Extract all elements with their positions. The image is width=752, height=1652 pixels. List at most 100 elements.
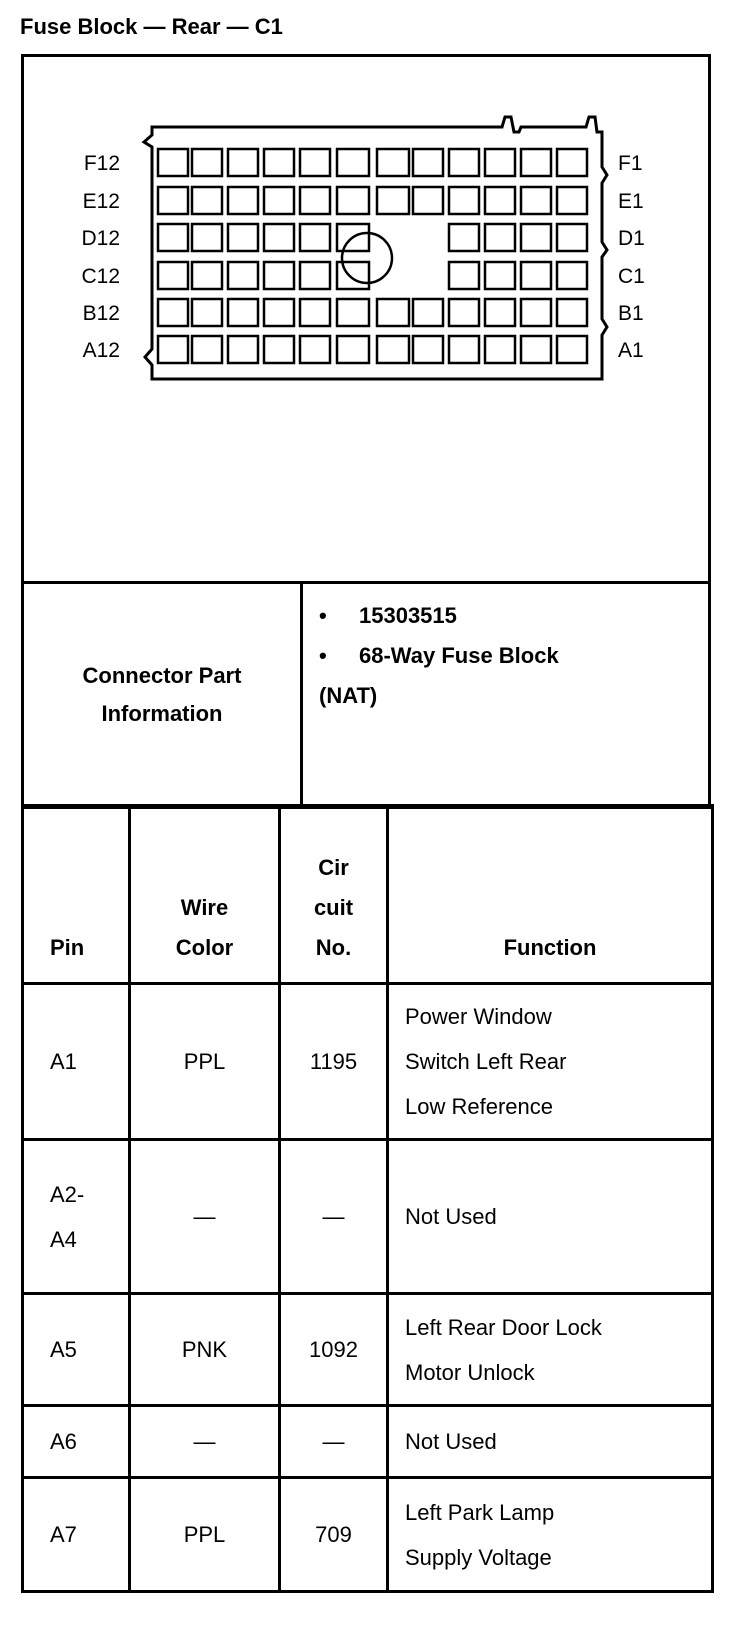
table-row: A2- A4 — — Not Used (21, 1138, 714, 1295)
pinout-table: Pin Wire Color Cir cuit No. Function A1 … (21, 804, 714, 1593)
pin-cavity (555, 334, 589, 365)
pin-cavity (411, 297, 445, 328)
pin-cavity (519, 297, 553, 328)
table-row: A6 — — Not Used (21, 1404, 714, 1479)
pin-cavity (375, 297, 411, 328)
header-circuit-line2: cuit (313, 895, 354, 920)
pin-cavity (298, 334, 332, 365)
pin-cavity (156, 222, 190, 253)
cell-wire-color: — (128, 1404, 281, 1479)
pin-cavity (519, 147, 553, 178)
pin-cavity (335, 222, 371, 253)
header-function: Function (386, 804, 714, 985)
part-note: (NAT) (319, 683, 378, 708)
cell-circuit: 709 (278, 1476, 389, 1593)
cell-function: Left Park Lamp Supply Voltage (386, 1476, 714, 1593)
function-line: Low Reference (405, 1094, 553, 1119)
pin-cavity (447, 334, 481, 365)
header-circuit-line3: No. (315, 935, 352, 960)
pin-cavity (226, 222, 260, 253)
row-label-right: F1 (618, 152, 643, 175)
pin-cavity (483, 185, 517, 216)
pin-cavity (483, 260, 517, 291)
cell-pin: A7 (21, 1476, 131, 1593)
cell-wire-color: PPL (128, 982, 281, 1141)
pin-cavity (447, 222, 481, 253)
function-line: Power Window (405, 1004, 552, 1029)
pin-cavity (411, 185, 445, 216)
pin-cavity (375, 185, 411, 216)
row-label-left: D12 (81, 227, 120, 250)
pin-cavity (298, 222, 332, 253)
pin-cavity (190, 222, 224, 253)
pin-cavity (483, 297, 517, 328)
function-line: Left Rear Door Lock (405, 1314, 602, 1340)
bullet: • (319, 603, 327, 628)
cell-function: Not Used (386, 1138, 714, 1295)
part-info-value: •15303515 •68-Way Fuse Block (NAT) (300, 581, 711, 809)
function-line: Motor Unlock (405, 1359, 535, 1385)
header-circuit-line1: Cir (318, 855, 349, 880)
connector-outline (141, 115, 609, 381)
page-title: Fuse Block — Rear — C1 (20, 14, 283, 39)
cell-wire-color: PPL (128, 1476, 281, 1593)
cell-circuit: 1092 (278, 1292, 389, 1407)
pin-cavity (519, 222, 553, 253)
function-line: Supply Voltage (405, 1544, 552, 1570)
pin-cavity (262, 147, 296, 178)
row-label-left: F12 (84, 152, 120, 175)
pin-cavity (555, 222, 589, 253)
row-label-right: E1 (618, 190, 644, 213)
pin-cavity (375, 147, 411, 178)
pin-cavity (411, 334, 445, 365)
pin-cavity (519, 185, 553, 216)
pin-cavity (447, 185, 481, 216)
cell-pin: A1 (21, 982, 131, 1141)
pin-cavity (226, 260, 260, 291)
function-line: Switch Left Rear (405, 1049, 567, 1074)
pin-cavity (262, 185, 296, 216)
pin-cavity (262, 297, 296, 328)
row-label-right: A1 (618, 339, 644, 362)
pin-cavity (190, 297, 224, 328)
table-row: A5 PNK 1092 Left Rear Door Lock Motor Un… (21, 1292, 714, 1407)
cell-pin: A6 (21, 1404, 131, 1479)
part-info-label-line2: Information (101, 701, 223, 726)
pin-cavity (335, 260, 371, 291)
pin-cavity (190, 185, 224, 216)
part-number: 15303515 (359, 603, 457, 628)
cell-circuit: 1195 (278, 982, 389, 1141)
pin-cavity (226, 297, 260, 328)
pin-cavity (298, 260, 332, 291)
row-label-left: A12 (83, 339, 120, 362)
pin-cavity (335, 297, 371, 328)
pin-cavity (519, 334, 553, 365)
pin-cavity (156, 297, 190, 328)
cell-function: Left Rear Door Lock Motor Unlock (386, 1292, 714, 1407)
header-circuit-no: Cir cuit No. (278, 804, 389, 985)
connector-part-info: Connector Part Information •15303515 •68… (21, 581, 711, 809)
cell-circuit: — (278, 1138, 389, 1295)
pin-cavity (226, 334, 260, 365)
row-label-left: E12 (83, 190, 120, 213)
pin-cavity (555, 260, 589, 291)
pin-cavity (262, 260, 296, 291)
pin-cavity (298, 185, 332, 216)
cell-wire-color: PNK (128, 1292, 281, 1407)
pin-cavity (262, 222, 296, 253)
function-line: Left Park Lamp (405, 1499, 555, 1525)
pin-cavity (335, 147, 371, 178)
pin-cavity (298, 147, 332, 178)
pin-cavity-grid (156, 147, 589, 365)
pin-cavity (483, 147, 517, 178)
row-label-right: D1 (618, 227, 645, 250)
header-wire-line2: Color (175, 935, 234, 960)
pin-cavity (226, 147, 260, 178)
pin-cavity (555, 185, 589, 216)
pin-line: A2- (50, 1181, 85, 1207)
row-label-left: C12 (81, 265, 120, 288)
pin-cavity (156, 147, 190, 178)
part-info-label: Connector Part Information (21, 581, 303, 809)
